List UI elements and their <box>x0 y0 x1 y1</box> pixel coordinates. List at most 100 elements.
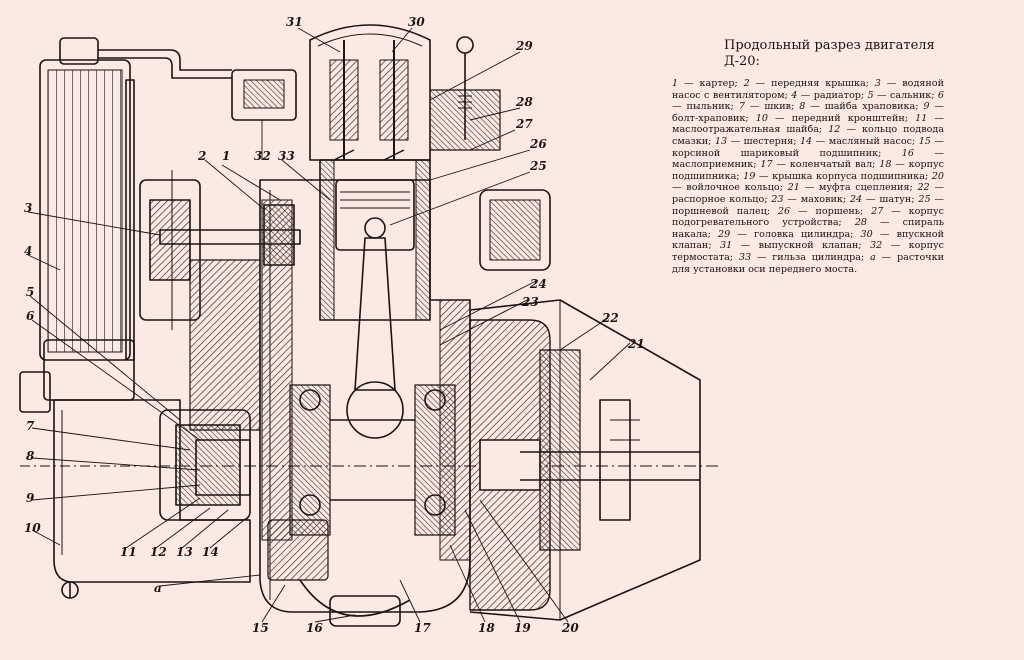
legend-item-text: — расточки для установки оси переднего м… <box>672 251 945 275</box>
legend-item-number: 15 <box>918 135 931 147</box>
legend-item-text: — головка цилиндра; <box>730 228 861 240</box>
legend-item-8: 8 — шайба храповика; <box>799 101 923 112</box>
legend-item-text: — водяной насос с вентилятором; <box>672 78 944 101</box>
callout-21: 21 <box>627 337 645 351</box>
legend-item-number: 25 <box>918 193 931 205</box>
legend-item-text: — корсиной шариковый подшипник; <box>672 135 944 159</box>
legend-item-number: 21 <box>787 182 800 194</box>
figure-caption: Продольный разрез двигателя Д-20: 1 — ка… <box>672 38 944 275</box>
legend-item-23: 23 — маховик; <box>771 194 850 205</box>
legend-item-text: — поршневой палец; <box>672 193 944 217</box>
legend-item-number: 32 <box>870 240 883 252</box>
callout-6: 6 <box>26 309 35 323</box>
legend-item-26: 26 — поршень; <box>778 206 871 217</box>
legend-item-27: 27 — корпус подогревательного устройства… <box>672 206 944 229</box>
legend-item-9: 9 — болт-храповик; <box>672 101 944 124</box>
legend-item-text: — передняя крышка; <box>749 78 875 89</box>
callout-16: 16 <box>306 621 323 635</box>
callout-22: 22 <box>601 311 619 325</box>
air-box <box>479 189 551 271</box>
callout-24: 24 <box>529 277 547 291</box>
legend-item-15: 15 — корсиной шариковый подшипник; <box>672 136 944 159</box>
callout-18: 18 <box>478 621 495 635</box>
legend-item-text: — масляный насос; <box>812 135 919 147</box>
legend-item-number: 4 <box>791 89 798 101</box>
callout-10: 10 <box>24 521 41 535</box>
callout-19: 19 <box>514 621 531 635</box>
callout-30: 30 <box>408 15 425 29</box>
callout-28: 28 <box>515 95 533 109</box>
thermostat-housing <box>231 69 297 121</box>
caption-title: Продольный разрез двигателя Д-20: <box>672 38 944 70</box>
legend-item-text: — гильза цилиндра; <box>751 251 871 263</box>
callout-8: 8 <box>26 449 35 463</box>
callout-11: 11 <box>120 545 137 559</box>
legend-item-text: — выпускной клапан; <box>732 240 871 252</box>
legend-item-22: 22 — распорное кольцо; <box>672 182 944 205</box>
legend-item-number: 1 <box>672 78 679 89</box>
legend-item-11: 11 — маслоотражательная шайба; <box>672 113 944 136</box>
legend-item-number: 18 <box>879 159 892 171</box>
legend-item-4: 4 — радиатор; <box>791 90 867 101</box>
legend-item-text: — впускной клапан; <box>672 228 944 252</box>
legend-item-text: — коленчатый вал; <box>772 159 880 171</box>
callout-14: 14 <box>202 545 219 559</box>
radiator <box>39 37 232 401</box>
legend-item-а: а — расточки для установки оси переднего… <box>672 252 944 275</box>
callout-26: 26 <box>529 137 547 151</box>
legend-item-text: — поршень; <box>790 205 872 217</box>
legend-item-text: — маслоприемник; <box>672 147 944 171</box>
legend-item-text: — шатун; <box>862 193 919 205</box>
legend-item-14: 14 — масляный насос; <box>800 136 919 147</box>
legend-item-16: 16 — маслоприемник; <box>672 148 944 171</box>
legend-item-10: 10 — передний кронштейн; <box>756 113 915 124</box>
legend-item-number: 19 <box>743 170 756 182</box>
caption-title-line1: Продольный разрез двигателя <box>724 38 935 53</box>
callout-32: 32 <box>254 149 271 163</box>
legend-item-number: 7 <box>738 101 745 113</box>
legend-item-number: 6 <box>937 89 944 101</box>
legend-item-number: 33 <box>738 251 752 263</box>
callout-31: 31 <box>286 15 303 29</box>
legend-item-number: 8 <box>799 101 806 113</box>
legend-item-19: 19 — крышка корпуса подшипника; <box>743 171 932 182</box>
legend-item-text: — шайба храповика; <box>805 101 924 113</box>
legend-item-30: 30 — впускной клапан; <box>672 229 944 252</box>
legend-item-text: — корпус подшипника; <box>672 159 945 182</box>
legend-item-number: 14 <box>799 135 813 147</box>
legend-item-17: 17 — коленчатый вал; <box>760 159 879 170</box>
callout-33: 33 <box>278 149 295 163</box>
legend-item-24: 24 — шатун; <box>850 194 918 205</box>
legend-item-28: 28 — спираль накала; <box>672 217 944 240</box>
legend-item-text: — спираль накала; <box>672 217 944 240</box>
legend-item-18: 18 — корпус подшипника; <box>672 159 944 182</box>
callout-1: 1 <box>222 149 230 163</box>
piston-pin <box>364 217 386 239</box>
callout-labels: 31 30 29 28 27 26 25 32 33 2 1 3 4 5 6 7… <box>24 15 645 635</box>
callout-13: 13 <box>176 545 193 559</box>
legend-item-text: — радиатор; <box>797 89 868 101</box>
callout-5: 5 <box>26 285 34 299</box>
cylinder-head <box>309 24 501 161</box>
legend-item-33: 33 — гильза цилиндра; <box>739 252 870 263</box>
callout-9: 9 <box>26 491 35 505</box>
legend-item-5: 5 — сальник; <box>868 90 938 101</box>
legend-item-number: 2 <box>743 78 750 89</box>
legend-item-number: 30 <box>860 228 873 240</box>
legend-item-25: 25 — поршневой палец; <box>672 194 944 217</box>
legend-item-number: 28 <box>854 217 868 229</box>
legend-item-number: 20 <box>931 170 944 182</box>
legend-item-number: 31 <box>719 240 733 252</box>
legend-item-2: 2 — передняя крышка; <box>744 78 875 89</box>
legend-item-number: 3 <box>874 78 881 89</box>
legend-item-7: 7 — шкив; <box>739 101 799 112</box>
legend-item-32: 32 — корпус термостата; <box>672 240 944 263</box>
legend-item-text: — войлочное кольцо; <box>672 182 788 194</box>
callout-29: 29 <box>515 39 533 53</box>
callout-25: 25 <box>529 159 547 173</box>
legend-item-text: — крышка корпуса подшипника; <box>755 170 932 182</box>
caption-title-line2: Д-20: <box>724 54 760 69</box>
legend-item-text: — шкив; <box>744 101 800 113</box>
